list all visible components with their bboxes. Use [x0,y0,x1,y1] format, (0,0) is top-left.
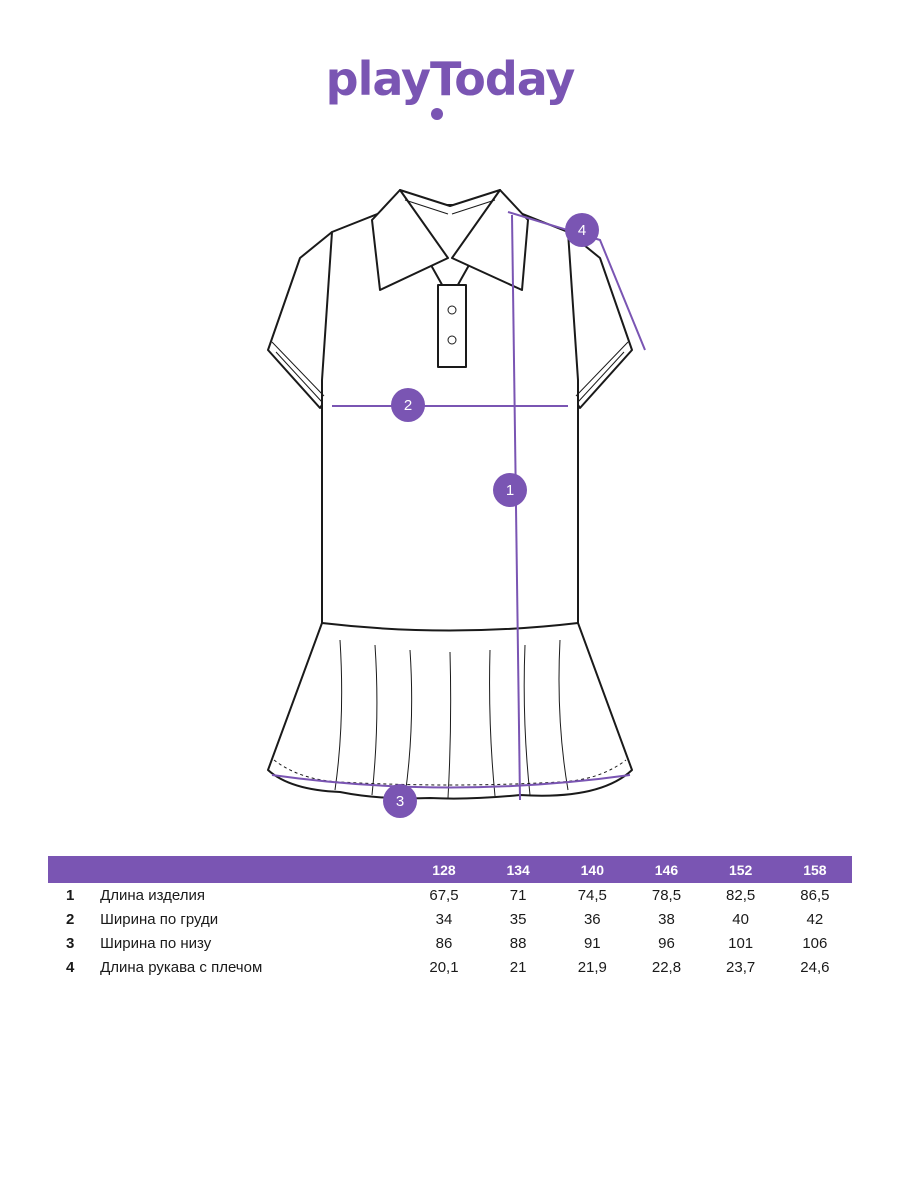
table-cell: 38 [658,910,675,928]
header-blank [48,856,96,883]
measure-marker-label: 1 [506,482,514,499]
size-column-header: 152 [728,861,753,878]
measure-markers: 1 2 3 4 [383,213,599,818]
table-row: 3 Ширина по низу 86 88 91 96 101 106 [48,931,852,955]
table-cell: 24,6 [800,958,830,976]
size-column-header: 128 [432,861,456,878]
table-cell: 74,5 [577,886,607,904]
table-cell: 106 [802,934,828,952]
table-cell: 82,5 [726,886,756,904]
size-column-header: 146 [654,861,679,878]
size-header-row: 128 134 140 146 152 158 [48,856,852,883]
dress-outline [267,189,633,800]
measure-lines [271,211,646,801]
row-measurement-name: Ширина по груди [100,910,219,928]
measure-marker-4: 4 [565,213,599,247]
table-cell: 78,5 [651,886,682,904]
measure-line-3 [271,774,631,789]
placket [437,284,467,368]
size-column-header: 140 [580,861,604,878]
brand-logo-text: playToday [325,52,576,106]
measure-marker-label: 3 [396,793,404,810]
dress-details [271,199,629,799]
measure-marker-3: 3 [383,784,417,818]
measure-marker-2: 2 [391,388,425,422]
row-number: 1 [66,886,75,904]
table-cell: 71 [509,886,527,904]
table-row: 1 Длина изделия 67,5 71 74,5 78,5 82,5 8… [48,883,852,907]
button-icon [447,305,457,315]
button-icon [447,335,457,345]
row-number: 2 [66,910,75,928]
brand-logo: playToday [0,52,900,106]
table-cell: 42 [806,910,824,928]
table-cell: 96 [658,934,675,952]
table-cell: 101 [728,934,754,952]
measure-line-4 [507,211,646,351]
table-row: 2 Ширина по груди 34 35 36 38 40 42 [48,907,852,931]
row-measurement-name: Ширина по низу [100,934,212,952]
table-cell: 86 [435,934,453,952]
measure-line-1 [511,214,521,801]
size-column-header: 134 [506,861,530,878]
measure-marker-label: 2 [404,397,412,414]
row-measurement-name: Длина рукава с плечом [100,958,263,976]
row-measurement-name: Длина изделия [100,886,205,904]
size-chart-table: 128 134 140 146 152 158 1 Длина изделия … [48,856,852,979]
table-cell: 20,1 [429,958,459,976]
collar-right [451,189,529,291]
table-cell: 40 [732,910,749,928]
collar-left [371,189,449,291]
table-cell: 35 [509,910,527,928]
table-cell: 34 [435,910,453,928]
table-cell: 86,5 [800,886,830,904]
table-cell: 88 [509,934,527,952]
table-cell: 36 [583,910,601,928]
row-number: 4 [66,958,75,976]
brand-logo-dot [431,108,443,120]
dress-technical-drawing: 1 2 3 4 [267,189,646,818]
table-cell: 67,5 [429,886,459,904]
header-blank [96,856,407,883]
ruffle-skirt [267,622,633,800]
table-cell: 23,7 [726,958,756,976]
size-column-header: 158 [803,861,827,878]
table-cell: 22,8 [651,958,682,976]
measure-marker-1: 1 [493,473,527,507]
row-number: 3 [66,934,75,952]
table-cell: 91 [583,934,601,952]
measure-marker-label: 4 [578,222,586,239]
table-row: 4 Длина рукава с плечом 20,1 21 21,9 22,… [48,955,852,979]
table-cell: 21 [509,958,527,976]
table-cell: 21,9 [577,958,607,976]
